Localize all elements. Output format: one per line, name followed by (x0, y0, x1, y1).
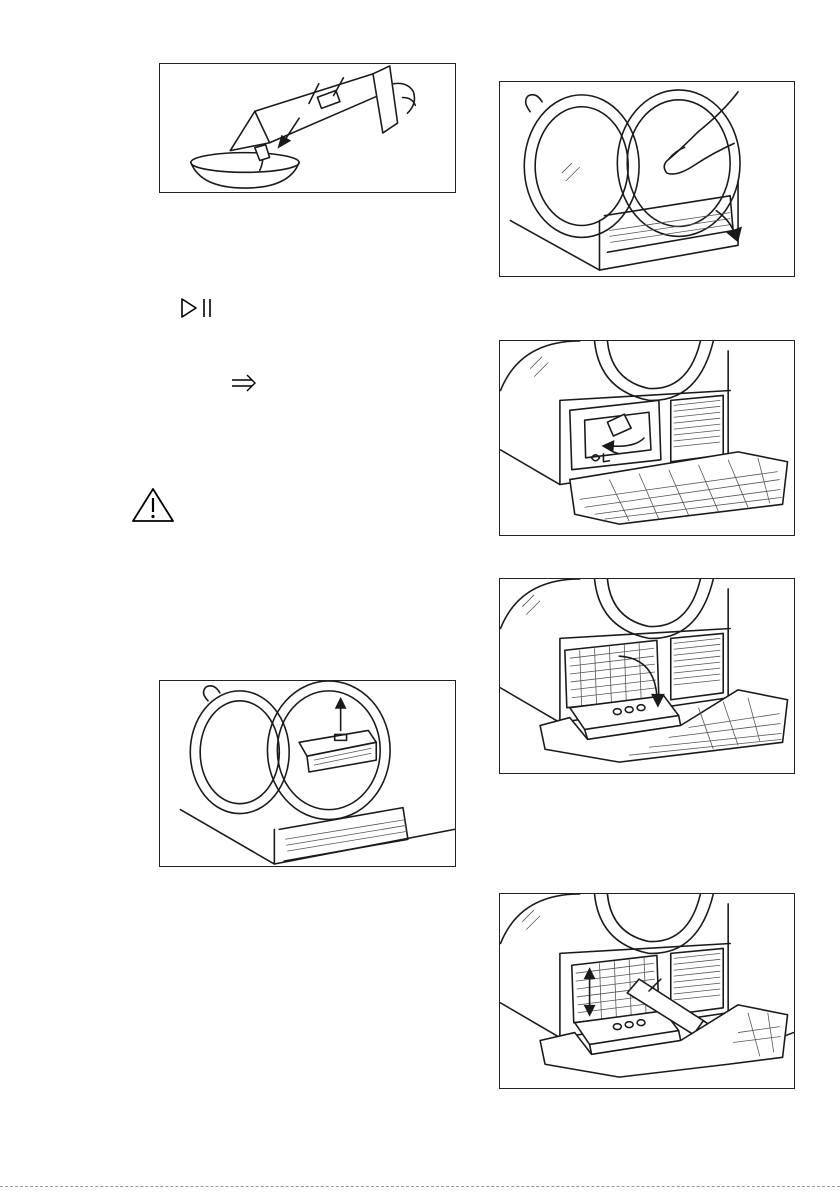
figure-flip-filter-out (499, 578, 795, 774)
figure-open-plinth-door (499, 81, 795, 277)
figure-unlock-filter-cover (499, 340, 795, 536)
warning-triangle-icon (131, 487, 175, 523)
page-cut-line (0, 1186, 840, 1187)
figure-remove-filter-from-door (159, 680, 456, 867)
figure-vacuum-filter (499, 893, 795, 1089)
flow-arrows-icon (230, 372, 258, 394)
figure-empty-water-container (159, 63, 456, 193)
start-pause-icon (180, 296, 216, 320)
